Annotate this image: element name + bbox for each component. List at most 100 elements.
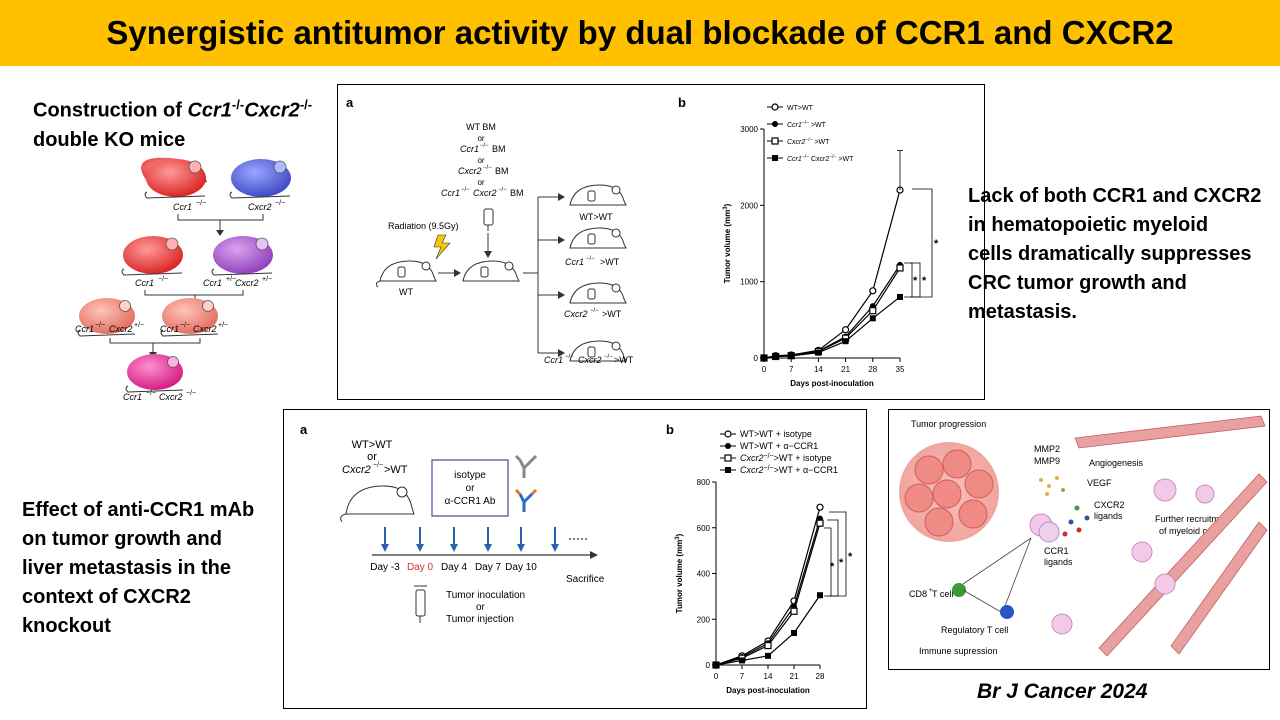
x-tick-label: 14 bbox=[814, 365, 823, 374]
mech-recruit-1: Further recruitment bbox=[1155, 514, 1232, 524]
p2-label-b: b bbox=[666, 422, 674, 437]
legend-entry: WT>WT + isotype bbox=[740, 429, 812, 439]
sacrifice-label: Sacrifice bbox=[566, 574, 605, 585]
blood-vessels bbox=[1074, 415, 1268, 657]
x-tick-label: 0 bbox=[714, 672, 719, 681]
mech-ccr1-2: ligands bbox=[1044, 557, 1073, 567]
recipient-label-2b: >WT bbox=[600, 257, 620, 267]
p2-label-a: a bbox=[300, 422, 308, 437]
treatment-line3: α-CCR1 Ab bbox=[445, 496, 496, 507]
sig-bracket bbox=[827, 519, 839, 597]
treatment-box bbox=[431, 459, 509, 517]
citation: Br J Cancer 2024 bbox=[977, 680, 1148, 703]
y-tick-label: 400 bbox=[697, 570, 711, 579]
recipient-mouse-2 bbox=[569, 227, 627, 249]
right-line-5: metastasis. bbox=[968, 301, 1077, 323]
recipient-label-2a: Ccr1 bbox=[565, 257, 584, 267]
point-marker bbox=[761, 355, 767, 361]
point-marker bbox=[869, 307, 877, 315]
mouse-gen2-b bbox=[160, 298, 219, 337]
sig-bracket bbox=[904, 262, 913, 298]
bm-dko-bm: BM bbox=[510, 188, 524, 198]
donor-mouse bbox=[375, 260, 437, 288]
cd8-t-cell bbox=[952, 583, 966, 597]
x-tick-label: 0 bbox=[762, 365, 767, 374]
mouse-gen2-a bbox=[77, 298, 136, 337]
mech-progression: Tumor progression bbox=[911, 419, 986, 429]
antibody-icon-grey bbox=[514, 454, 538, 478]
point-marker bbox=[764, 641, 772, 650]
heading-sup2: -/- bbox=[299, 97, 313, 112]
g3-label1: Ccr1 bbox=[123, 392, 142, 402]
point-marker bbox=[817, 592, 823, 599]
donor-label: WT bbox=[399, 287, 413, 297]
heading-line2: double KO mice bbox=[33, 128, 186, 151]
panel-antibody: a b WT>WT or Cxcr2 −/− >WT isotype or α-… bbox=[283, 409, 867, 709]
x-tick-label: 21 bbox=[841, 365, 850, 374]
series-line bbox=[763, 189, 901, 359]
timeline-arrowhead bbox=[551, 544, 559, 552]
series-line bbox=[763, 296, 901, 359]
bm-dko-sup2: −/− bbox=[498, 187, 507, 193]
x-tick-label: 28 bbox=[816, 672, 825, 681]
panel-bm-transplant: a b WT BM or Ccr1 −/− BM or Cxcr2 −/− BM… bbox=[337, 84, 985, 400]
legend-entry: WT>WT bbox=[787, 105, 814, 112]
mech-immune: Immune supression bbox=[919, 646, 998, 656]
x-tick-label: 7 bbox=[789, 365, 794, 374]
x-tick-label: 35 bbox=[896, 365, 905, 374]
g1-label1: Ccr1 bbox=[135, 278, 154, 288]
point-marker bbox=[724, 454, 732, 462]
g1-label2: Ccr1 bbox=[203, 278, 222, 288]
recipient-mouse-1 bbox=[569, 184, 627, 206]
mech-angio: Angiogenesis bbox=[1089, 458, 1144, 468]
p2-sup: −/− bbox=[373, 462, 383, 469]
timeline-day-label: Day 7 bbox=[475, 562, 502, 573]
title-bar: Synergistic antitumor activity by dual b… bbox=[0, 0, 1280, 66]
bm-dko-ccr1: Ccr1 bbox=[441, 188, 460, 198]
p1-label-a: a bbox=[346, 95, 354, 110]
mouse-double-het bbox=[211, 236, 273, 276]
recipient-label-4b: Cxcr2 bbox=[578, 355, 602, 365]
y-tick-label: 1000 bbox=[740, 278, 758, 287]
bm-cxcr2: Cxcr2 bbox=[458, 166, 482, 176]
mech-cd8-rest: T cell bbox=[932, 589, 953, 599]
point-marker bbox=[713, 662, 719, 668]
g2-sup1: −/− bbox=[95, 322, 105, 329]
mech-cxcr2-2: ligands bbox=[1094, 511, 1123, 521]
left-line-4: context of CXCR2 bbox=[22, 586, 191, 608]
point-marker bbox=[842, 326, 850, 334]
point-marker bbox=[815, 349, 822, 356]
y-tick-label: 0 bbox=[706, 661, 711, 670]
chemokine-dots bbox=[1039, 476, 1090, 537]
recipient-mouse-3 bbox=[569, 282, 627, 304]
right-description: Lack of both CCR1 and CXCR2 in hematopoi… bbox=[968, 182, 1273, 327]
sig-star: * bbox=[839, 557, 844, 569]
x-axis-label: Days post-inoculation bbox=[726, 686, 810, 695]
g2-sup3: −/− bbox=[180, 322, 190, 329]
page-title: Synergistic antitumor activity by dual b… bbox=[106, 14, 1174, 51]
experiment-mouse bbox=[340, 485, 415, 523]
heading-prefix: Construction of bbox=[33, 99, 188, 122]
legend-entry: Ccr1−/− >WT bbox=[787, 120, 827, 129]
p2-gt: >WT bbox=[384, 464, 408, 476]
tumor-mass bbox=[899, 442, 999, 542]
x-tick-label: 28 bbox=[868, 365, 877, 374]
right-line-4: CRC tumor growth and bbox=[968, 272, 1187, 294]
mech-treg: Regulatory T cell bbox=[941, 625, 1008, 635]
timeline-arrowhead bbox=[517, 544, 525, 552]
left-heading: Construction of Ccr1-/-Cxcr2-/- double K… bbox=[33, 90, 333, 155]
g2-label1: Ccr1 bbox=[75, 324, 94, 334]
right-line-1: Lack of both CCR1 and CXCR2 bbox=[968, 185, 1262, 207]
sig-bracket bbox=[910, 262, 921, 298]
legend-entry: Ccr1−/− Cxcr2−/− >WT bbox=[787, 154, 854, 163]
recipient-label-1: WT>WT bbox=[579, 212, 613, 222]
sig-bracket bbox=[824, 527, 832, 597]
bm-dko-cxcr2: Cxcr2 bbox=[473, 188, 497, 198]
point-marker bbox=[791, 629, 797, 636]
y-tick-label: 0 bbox=[754, 354, 759, 363]
antibody-icon-color bbox=[514, 488, 538, 512]
recipient-sup-4b: −/− bbox=[604, 354, 613, 360]
point-marker bbox=[724, 430, 732, 438]
